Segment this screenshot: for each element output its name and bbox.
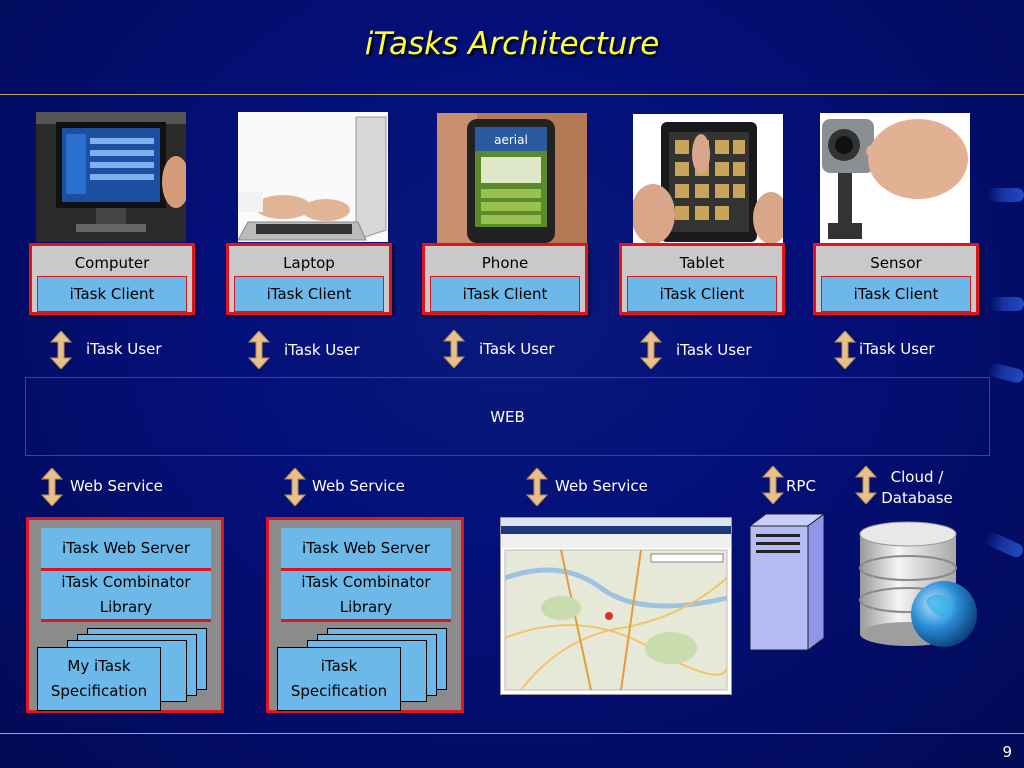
web-label: WEB <box>490 407 525 426</box>
double-arrow-icon <box>640 331 662 369</box>
double-arrow-icon <box>855 466 877 504</box>
server-tower-icon <box>748 513 826 652</box>
itask-combinator-library-box: iTask Combinator Library <box>41 571 211 622</box>
map-screenshot <box>500 517 732 695</box>
itask-user-label: iTask User <box>859 340 935 358</box>
phone-screen-text: aerial <box>494 133 528 147</box>
phone-photo: aerial <box>437 113 587 243</box>
laptop-photo <box>238 112 388 242</box>
device-label: Phone <box>481 254 529 272</box>
itask-web-server-box: iTask Web Server <box>41 528 211 571</box>
itask-client-box: iTask Client <box>627 276 777 312</box>
server-stack-2: iTask Web Server iTask Combinator Librar… <box>266 517 464 713</box>
itask-specification-box: My iTask Specification <box>37 647 161 711</box>
web-service-label: Web Service <box>70 477 163 495</box>
itask-user-label: iTask User <box>86 340 162 358</box>
itask-user-label: iTask User <box>479 340 555 358</box>
rpc-label: RPC <box>786 477 816 495</box>
device-label: Sensor <box>870 254 922 272</box>
itask-specification-box: iTask Specification <box>277 647 401 711</box>
itask-client-box: iTask Client <box>234 276 384 312</box>
double-arrow-icon <box>248 331 270 369</box>
server-stack-1: iTask Web Server iTask Combinator Librar… <box>26 517 224 713</box>
web-box: WEB <box>25 377 990 456</box>
device-label: Computer <box>74 254 150 272</box>
double-arrow-icon <box>284 468 306 506</box>
itask-client-box: iTask Client <box>821 276 971 312</box>
title-divider <box>0 94 1024 95</box>
double-arrow-icon <box>762 466 784 504</box>
slide-title: iTasks Architecture <box>364 26 660 62</box>
web-service-label: Web Service <box>312 477 405 495</box>
double-arrow-icon <box>50 331 72 369</box>
itask-user-label: iTask User <box>676 341 752 359</box>
double-arrow-icon <box>41 468 63 506</box>
decorative-stripe <box>990 297 1024 311</box>
itask-web-server-box: iTask Web Server <box>281 528 451 571</box>
footer-divider <box>0 733 1024 734</box>
itask-client-box: iTask Client <box>430 276 580 312</box>
computer-photo <box>36 112 186 242</box>
database-globe-icon <box>856 520 980 652</box>
tablet-photo <box>633 114 783 244</box>
device-label: Tablet <box>679 254 725 272</box>
double-arrow-icon <box>443 330 465 368</box>
decorative-stripe <box>988 188 1024 202</box>
double-arrow-icon <box>834 331 856 369</box>
device-box-phone: Phone iTask Client <box>422 243 588 315</box>
itask-combinator-library-box: iTask Combinator Library <box>281 571 451 622</box>
decorative-stripe <box>983 530 1024 560</box>
itask-client-box: iTask Client <box>37 276 187 312</box>
cloud-database-label: Cloud / Database <box>881 468 953 507</box>
itask-user-label: iTask User <box>284 341 360 359</box>
device-box-tablet: Tablet iTask Client <box>619 243 785 315</box>
device-box-computer: Computer iTask Client <box>29 243 195 315</box>
decorative-stripe <box>986 361 1024 385</box>
double-arrow-icon <box>526 468 548 506</box>
device-label: Laptop <box>283 254 335 272</box>
sensor-photo <box>820 113 970 243</box>
page-number: 9 <box>1002 743 1012 761</box>
web-service-label: Web Service <box>555 477 648 495</box>
device-box-laptop: Laptop iTask Client <box>226 243 392 315</box>
device-box-sensor: Sensor iTask Client <box>813 243 979 315</box>
